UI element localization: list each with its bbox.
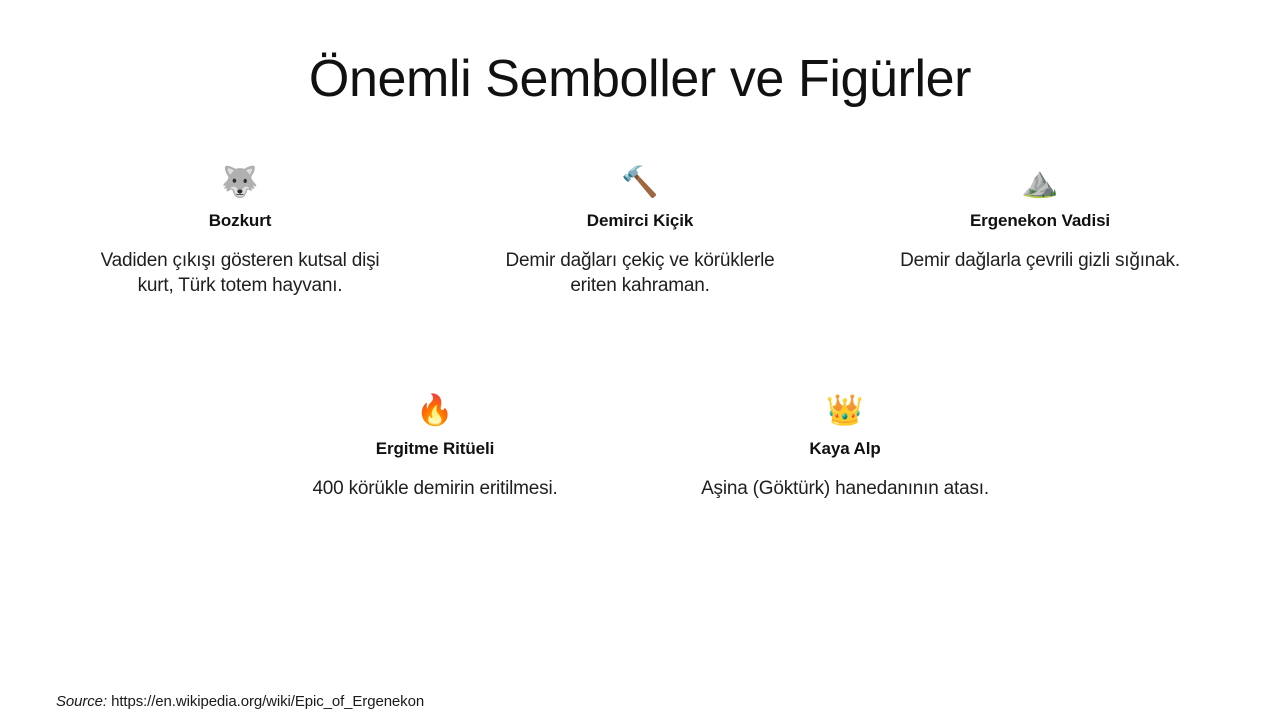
card-title: Ergitme Ritüeli (375, 438, 495, 458)
source-label: Source: (56, 693, 107, 710)
page-title: Önemli Semboller ve Figürler (308, 50, 972, 108)
hammer-icon: 🔨 (621, 165, 659, 201)
symbol-card-bozkurt: 🐺 Bozkurt Vadiden çıkışı gösteren kutsal… (40, 166, 440, 298)
card-title: Bozkurt (208, 211, 272, 231)
crown-icon: 👑 (826, 392, 864, 428)
card-description: Vadiden çıkışı gösteren kutsal dişi kurt… (100, 250, 380, 296)
card-description: Demir dağları çekiç ve körüklerle eriten… (505, 250, 775, 296)
wolf-face-icon: 🐺 (221, 165, 259, 201)
symbol-card-grid: 🐺 Bozkurt Vadiden çıkışı gösteren kutsal… (0, 166, 1280, 501)
source-url: https://en.wikipedia.org/wiki/Epic_of_Er… (111, 693, 425, 710)
mountain-icon: ⛰️ (1021, 165, 1059, 201)
card-title: Kaya Alp (809, 438, 881, 458)
card-row-2: 🔥 Ergitme Ritüeli 400 körükle demirin er… (40, 394, 1240, 501)
card-row-1: 🐺 Bozkurt Vadiden çıkışı gösteren kutsal… (40, 166, 1240, 298)
card-title: Demirci Kiçik (586, 211, 694, 231)
symbol-card-ergitme-ritueli: 🔥 Ergitme Ritüeli 400 körükle demirin er… (230, 394, 640, 501)
card-description: Aşina (Göktürk) hanedanının atası. (701, 478, 989, 500)
symbol-card-ergenekon-vadisi: ⛰️ Ergenekon Vadisi Demir dağlarla çevri… (840, 166, 1240, 273)
source-attribution: Source: https://en.wikipedia.org/wiki/Ep… (56, 693, 424, 710)
symbol-card-kaya-alp: 👑 Kaya Alp Aşina (Göktürk) hanedanının a… (640, 394, 1050, 501)
card-title: Ergenekon Vadisi (969, 211, 1111, 231)
card-description: 400 körükle demirin eritilmesi. (312, 478, 558, 500)
symbol-card-demirci-kicik: 🔨 Demirci Kiçik Demir dağları çekiç ve k… (440, 166, 840, 298)
fire-icon: 🔥 (416, 392, 454, 428)
card-description: Demir dağlarla çevrili gizli sığınak. (900, 250, 1180, 272)
